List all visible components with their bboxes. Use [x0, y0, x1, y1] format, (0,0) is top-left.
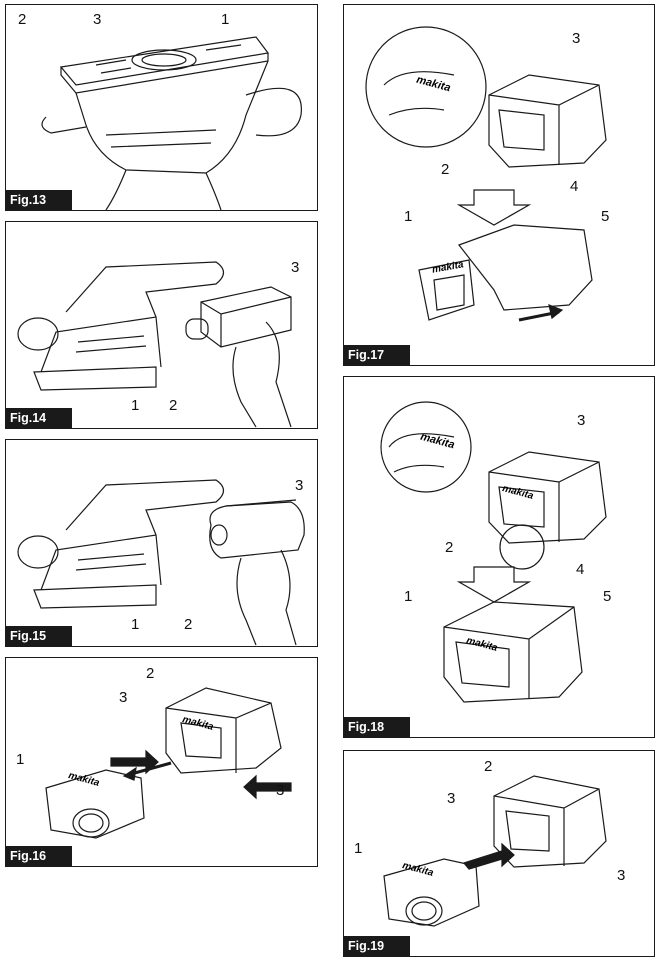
figure-label: Fig.14 — [6, 408, 72, 428]
callout-3: 3 — [617, 867, 626, 884]
callout-3: 3 — [295, 477, 304, 494]
figure-label: Fig.16 — [6, 846, 72, 866]
figure-label: Fig.19 — [344, 936, 410, 956]
figure-13: 2 3 1 Fig.13 — [5, 4, 318, 211]
callout-2: 2 — [184, 616, 193, 633]
callout-3: 3 — [119, 689, 128, 706]
cap-reattach-illustration — [383, 775, 607, 927]
callout-3: 3 — [572, 30, 581, 47]
callout-2: 2 — [441, 161, 450, 178]
callout-3: 3 — [447, 790, 456, 807]
filter-removal-illustration — [365, 26, 607, 322]
callout-1: 1 — [404, 208, 413, 225]
figure-17: makita makita 3 2 4 1 5 Fig.17 — [343, 4, 655, 366]
callout-4: 4 — [576, 561, 585, 578]
figure-label: Fig.13 — [6, 190, 72, 210]
dust-box-attached-illustration — [17, 479, 305, 646]
callout-1: 1 — [354, 840, 363, 857]
callout-1: 1 — [16, 751, 25, 768]
callout-1: 1 — [131, 397, 140, 414]
figure-19: makita 2 3 3 1 Fig.19 — [343, 750, 655, 957]
callout-5: 5 — [603, 588, 612, 605]
dust-box-removal-illustration — [45, 687, 292, 839]
figure-18: makita makita makita 3 2 4 1 5 Fig.18 — [343, 376, 655, 738]
callout-2: 2 — [484, 758, 493, 775]
callout-1: 1 — [221, 11, 230, 28]
callout-2: 2 — [146, 665, 155, 682]
figure-label: Fig.18 — [344, 717, 410, 737]
callout-3: 3 — [291, 259, 300, 276]
callout-2: 2 — [169, 397, 178, 414]
callout-4: 4 — [570, 178, 579, 195]
figure-label: Fig.17 — [344, 345, 410, 365]
figure-15: 3 1 2 Fig.15 — [5, 439, 318, 647]
callout-3: 3 — [93, 11, 102, 28]
callout-3: 3 — [276, 782, 285, 799]
dust-box-install-illustration — [17, 261, 292, 428]
figure-label: Fig.15 — [6, 626, 72, 646]
callout-1: 1 — [404, 588, 413, 605]
filter-reinstall-illustration — [380, 401, 607, 703]
callout-2: 2 — [445, 539, 454, 556]
callout-2: 2 — [18, 11, 27, 28]
figure-14: 3 1 2 Fig.14 — [5, 221, 318, 429]
callout-5: 5 — [601, 208, 610, 225]
callout-1: 1 — [131, 616, 140, 633]
sander-base-illustration — [41, 36, 302, 210]
callout-3: 3 — [577, 412, 586, 429]
figure-16: makita makita 2 3 1 3 Fig.16 — [5, 657, 318, 867]
